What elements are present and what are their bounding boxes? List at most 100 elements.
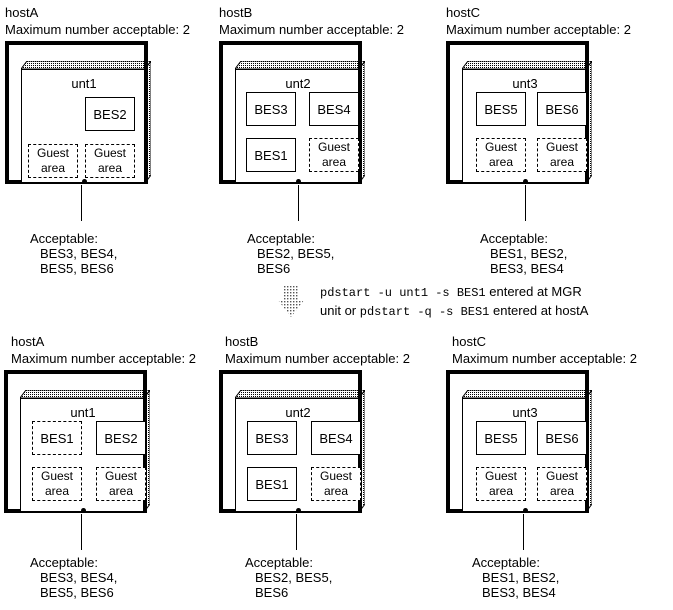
acceptable-values: BES1, BES2, <box>490 246 568 261</box>
unit-name: unt3 <box>512 76 538 91</box>
host-max-acceptable: Maximum number acceptable: 2 <box>219 22 404 37</box>
bes2-box: BES2 <box>85 97 135 131</box>
bes6-box: BES6 <box>537 92 587 126</box>
host-name: hostB <box>225 334 259 349</box>
acceptable-values: BES6 <box>255 585 289 600</box>
host-max-acceptable: Maximum number acceptable: 2 <box>225 351 410 366</box>
host-name: hostA <box>5 5 39 20</box>
command-line-2: unit or pdstart -q -s BES1 entered at ho… <box>320 302 588 321</box>
guest-label: area <box>323 484 349 498</box>
acceptable-values: BES1, BES2, <box>482 570 560 585</box>
unit-top-face <box>235 390 365 398</box>
acceptable-list: Acceptable: BES1, BES2, BES3, BES4 <box>480 231 567 276</box>
connector-dot <box>523 179 528 184</box>
connector-line <box>81 514 82 550</box>
acceptable-label: Acceptable: <box>480 231 548 246</box>
connector-line <box>523 514 524 550</box>
acceptable-label: Acceptable: <box>30 555 98 570</box>
connector-line <box>296 514 297 550</box>
guest-label: Guest <box>545 140 578 154</box>
guest-label: Guest <box>317 140 350 154</box>
unit-top-face <box>20 390 150 398</box>
unit-side-face <box>586 390 592 512</box>
host-max-acceptable: Maximum number acceptable: 2 <box>11 351 196 366</box>
acceptable-values: BES3, BES4 <box>482 585 556 600</box>
command-suffix: entered at MGR <box>485 284 582 299</box>
unit-top-face <box>235 61 365 69</box>
unit-side-face <box>586 61 592 183</box>
guest-label: Guest <box>40 469 73 483</box>
host-name: hostB <box>219 5 253 20</box>
acceptable-label: Acceptable: <box>472 555 540 570</box>
host-max-acceptable: Maximum number acceptable: 2 <box>446 22 631 37</box>
connector-line <box>298 185 299 221</box>
unit-top-face <box>21 61 151 69</box>
connector-line <box>525 185 526 221</box>
bes3-box: BES3 <box>247 421 297 455</box>
host-max-acceptable: Maximum number acceptable: 2 <box>452 351 637 366</box>
down-arrow-icon <box>278 286 304 317</box>
acceptable-values: BES2, BES5, <box>257 246 335 261</box>
bes4-box: BES4 <box>309 92 359 126</box>
acceptable-list: Acceptable: BES3, BES4, BES5, BES6 <box>30 231 117 276</box>
bes5-box: BES5 <box>476 92 526 126</box>
acceptable-values: BES3, BES4, <box>40 246 118 261</box>
bes4-box: BES4 <box>311 421 361 455</box>
acceptable-list: Acceptable: BES1, BES2, BES3, BES4 <box>472 555 559 600</box>
bes6-box: BES6 <box>537 421 587 455</box>
host-name: hostC <box>446 5 480 20</box>
guest-label: area <box>549 155 575 169</box>
connector-dot <box>296 508 301 513</box>
unit-name: unt1 <box>70 405 96 420</box>
bes2-box: BES2 <box>96 421 146 455</box>
acceptable-label: Acceptable: <box>30 231 98 246</box>
guest-label: area <box>108 484 134 498</box>
command-suffix: entered at hostA <box>489 303 589 318</box>
bes1-box: BES1 <box>32 421 82 455</box>
command-description: pdstart -u unt1 -s BES1 entered at MGR u… <box>320 283 588 321</box>
unit-top-face <box>462 390 592 398</box>
bes3-box: BES3 <box>246 92 296 126</box>
unit-side-face <box>359 61 365 183</box>
acceptable-values: BES5, BES6 <box>40 585 114 600</box>
guest-label: area <box>40 161 66 175</box>
command-host: pdstart -q -s BES1 <box>359 305 490 319</box>
connector-line <box>81 185 82 221</box>
bes1-box: BES1 <box>247 467 297 501</box>
acceptable-values: BES3, BES4 <box>490 261 564 276</box>
bes1-box: BES1 <box>246 138 296 172</box>
guest-label: Guest <box>484 140 517 154</box>
acceptable-label: Acceptable: <box>245 555 313 570</box>
unit-side-face <box>145 61 151 183</box>
unit-top-face <box>462 61 592 69</box>
unit-name: unt1 <box>71 76 97 91</box>
guest-label: Guest <box>36 146 69 160</box>
guest-label: Guest <box>104 469 137 483</box>
guest-label: area <box>97 161 123 175</box>
acceptable-list: Acceptable: BES2, BES5, BES6 <box>247 231 334 276</box>
guest-label: Guest <box>319 469 352 483</box>
unit-name: unt2 <box>285 76 311 91</box>
guest-label: area <box>488 155 514 169</box>
acceptable-list: Acceptable: BES3, BES4, BES5, BES6 <box>30 555 117 600</box>
guest-label: area <box>488 484 514 498</box>
